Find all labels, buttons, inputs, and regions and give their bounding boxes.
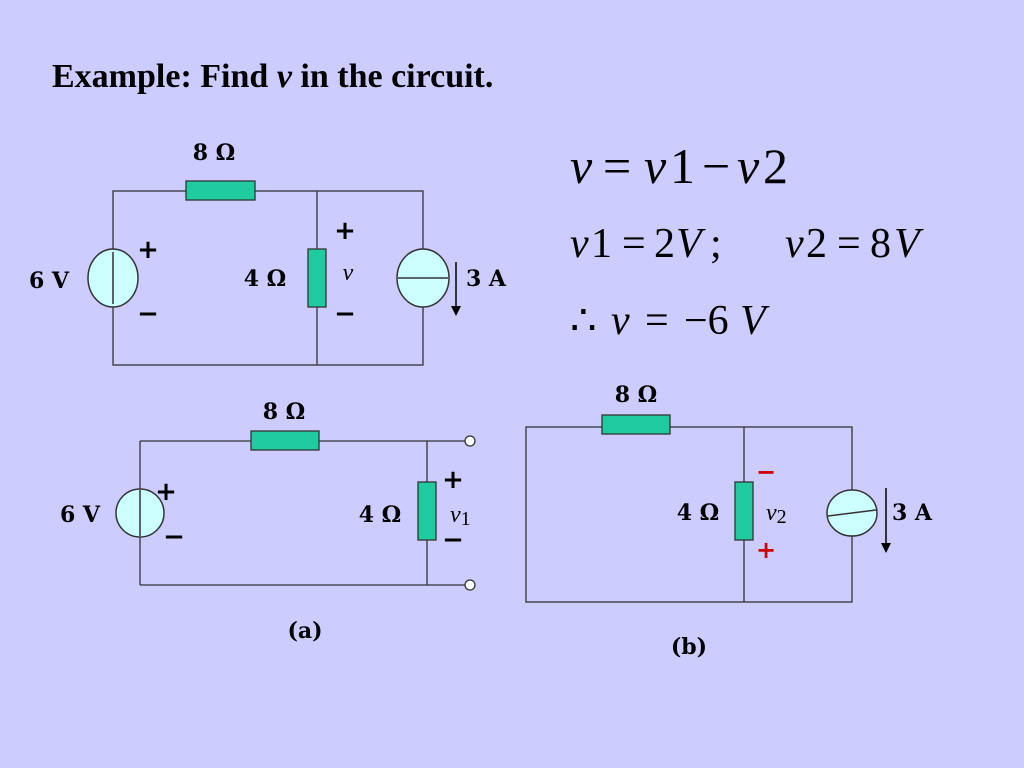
title-var: v [276, 58, 292, 95]
b-v2-label: v2 [766, 500, 787, 528]
circuit-b: 8 Ω 4 Ω 3 A − + v2 (b) [525, 382, 933, 660]
main-v-plus: + [334, 216, 356, 246]
a-terminal-bottom [464, 579, 476, 591]
a-r2-label: 4 Ω [359, 502, 402, 528]
main-4ohm-resistor [307, 248, 327, 308]
b-is-label: 3 A [892, 500, 933, 526]
b-arrow-down-icon [881, 543, 891, 553]
a-v1-minus: − [442, 525, 464, 555]
a-vs-minus: − [163, 522, 185, 552]
b-8ohm-resistor [601, 414, 671, 435]
b-caption: (b) [671, 634, 707, 660]
circuit-a: 8 Ω 4 Ω 6 V + − + − v1 (a) [60, 399, 476, 644]
b-v2-plus: + [756, 536, 776, 564]
a-4ohm-resistor [417, 481, 437, 541]
main-arrow-down-icon [451, 306, 461, 316]
a-terminal-top [464, 435, 476, 447]
main-vs-plus: + [137, 235, 159, 265]
b-v2-minus: − [756, 458, 776, 486]
b-cs-bar [827, 509, 877, 517]
main-v-label: v [343, 260, 354, 286]
b-r2-label: 4 Ω [677, 500, 720, 526]
a-vs-plus: + [155, 477, 177, 507]
main-vs-minus: − [137, 299, 159, 329]
main-r2-label: 4 Ω [244, 266, 287, 292]
a-v1-label: v1 [450, 502, 471, 530]
a-v1-plus: + [442, 465, 464, 495]
b-4ohm-resistor [734, 481, 754, 541]
equation-2: v1=2V;v2=8V [570, 221, 924, 267]
title-prefix: Example: Find [52, 58, 277, 95]
main-r1-label: 8 Ω [193, 140, 236, 166]
main-is-label: 3 A [466, 266, 507, 292]
main-circuit: 8 Ω 4 Ω 6 V 3 A + − + − v [29, 140, 507, 366]
b-r1-label: 8 Ω [615, 382, 658, 408]
a-vs-label: 6 V [60, 502, 101, 528]
a-r1-label: 8 Ω [263, 399, 306, 425]
main-v-minus: − [334, 299, 356, 329]
a-caption: (a) [287, 618, 322, 644]
main-vs-label: 6 V [29, 268, 70, 294]
title-suffix: in the circuit. [291, 58, 494, 95]
a-8ohm-resistor [250, 430, 320, 451]
slide-title: Example: Find v in the circuit. [52, 58, 493, 96]
main-8ohm-resistor [185, 180, 256, 201]
equation-1: v=v1−v2 [570, 138, 788, 194]
